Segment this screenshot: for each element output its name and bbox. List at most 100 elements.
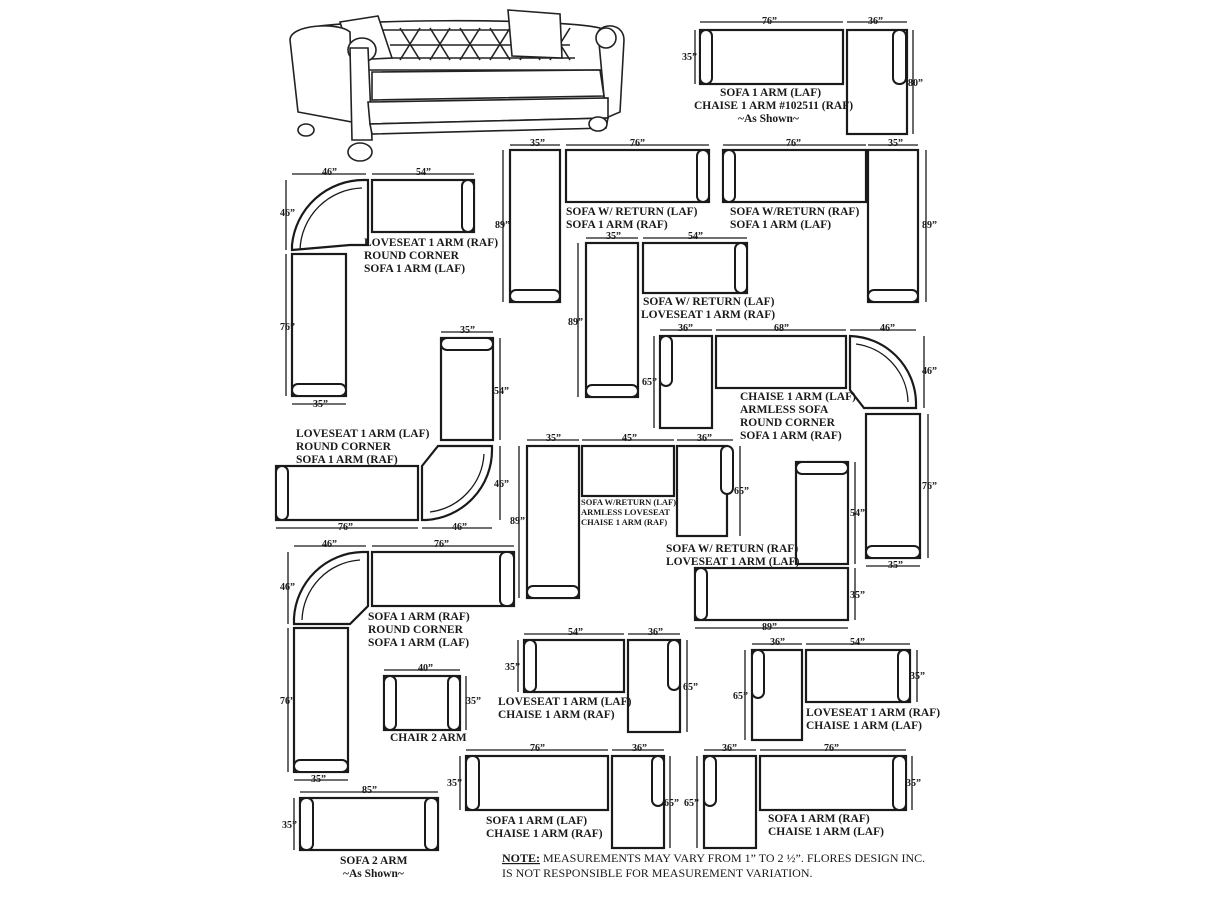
dim-35: 35” (311, 774, 326, 785)
label-line-2: ~As Shown~ (343, 868, 404, 880)
config-loveseat-corner-sofa-b: 35” 54” 46” 76” 46” LOVESEAT 1 ARM (LAF)… (274, 325, 509, 533)
dim-76: 76” (786, 138, 801, 149)
dim-76: 76” (434, 539, 449, 550)
dim-35: 35” (888, 560, 903, 571)
label-line-1: SOFA W/RETURN (LAF) (581, 497, 676, 507)
dim-46-side: 46” (280, 582, 295, 593)
config-sofa-return-laf: 35” 76” 89” SOFA W/ RETURN (LAF) SOFA 1 … (495, 138, 711, 304)
dim-36: 36” (648, 627, 663, 638)
label-line-2: ARMLESS SOFA (740, 404, 829, 416)
label-line-4: SOFA 1 ARM (RAF) (740, 430, 842, 442)
config-sofa-chaise-c: 36” 76” 65” 35” SOFA 1 ARM (RAF) CHAISE … (684, 743, 921, 850)
dim-36: 36” (632, 743, 647, 754)
dim-46: 46” (880, 323, 895, 334)
dim-35: 35” (910, 671, 925, 682)
dim-54: 54” (568, 627, 583, 638)
config-loveseat-corner-sofa-a: 46” 54” 46” 76” 35” LOVESEAT 1 ARM (RAF)… (280, 167, 498, 410)
dim-35: 35” (447, 778, 462, 789)
label-line-2: CHAISE 1 ARM (RAF) (498, 709, 615, 721)
config-sofa-corner-sofa: 46” 76” 46” 76” 35” SOFA 1 ARM (RAF) ROU… (280, 539, 516, 785)
label-line-2: CHAISE 1 ARM #102511 (RAF) (694, 100, 853, 112)
dim-46-side: 46” (922, 366, 937, 377)
label-line-2: ARMLESS LOVESEAT (581, 507, 670, 517)
note-line-2: IS NOT RESPONSIBLE FOR MEASUREMENT VARIA… (502, 866, 813, 880)
dim-76: 76” (824, 743, 839, 754)
dim-54: 54” (850, 508, 865, 519)
config-loveseat-chaise-b: 36” 54” 65” 35” LOVESEAT 1 ARM (RAF) CHA… (733, 637, 940, 742)
dim-76: 76” (530, 743, 545, 754)
label-line-1: SOFA W/ RETURN (LAF) (566, 206, 698, 218)
dim-89: 89” (510, 516, 525, 527)
dim-89: 89” (922, 220, 937, 231)
dim-46-side: 46” (280, 208, 295, 219)
label-line-2: LOVESEAT 1 ARM (LAF) (666, 556, 800, 568)
dim-89: 89” (762, 622, 777, 633)
label-line-1: SOFA 2 ARM (340, 855, 408, 867)
config-sofa-chaise-b: 76” 36” 35” 65” SOFA 1 ARM (LAF) CHAISE … (447, 743, 679, 850)
dim-35: 35” (466, 696, 481, 707)
label-line-1: SOFA W/RETURN (RAF) (730, 206, 859, 218)
dim-68: 68” (774, 323, 789, 334)
dim-65: 65” (684, 798, 699, 809)
dim-54: 54” (688, 231, 703, 242)
dim-35: 35” (546, 433, 561, 444)
label-line-1: CHAISE 1 ARM (LAF) (740, 391, 856, 403)
dim-76: 76” (762, 16, 777, 27)
label-line-2: CHAISE 1 ARM (LAF) (806, 720, 922, 732)
label-line-3: SOFA 1 ARM (LAF) (368, 637, 469, 649)
dim-65: 65” (664, 798, 679, 809)
dim-54: 54” (850, 637, 865, 648)
config-sofa-return-loveseat-laf: 54” 35” 89” SOFA W/ RETURN (RAF) LOVESEA… (666, 460, 865, 633)
label-line-2: SOFA 1 ARM (RAF) (566, 219, 668, 231)
dim-76: 76” (338, 522, 353, 533)
dim-35: 35” (505, 662, 520, 673)
label-line-2: CHAISE 1 ARM (LAF) (768, 826, 884, 838)
dim-65: 65” (642, 377, 657, 388)
dim-35: 35” (460, 325, 475, 336)
config-sofa-2-arm: 85” 35” SOFA 2 ARM ~As Shown~ (282, 785, 440, 880)
dim-46-bottom: 46” (452, 522, 467, 533)
dim-36: 36” (770, 637, 785, 648)
config-sofa-return-raf: 76” 35” 89” SOFA W/RETURN (RAF) SOFA 1 A… (721, 138, 937, 304)
dim-80: 80” (908, 78, 923, 89)
dim-35: 35” (888, 138, 903, 149)
label-line-3: ROUND CORNER (740, 417, 836, 429)
dim-35: 35” (850, 590, 865, 601)
label-line-1: LOVESEAT 1 ARM (LAF) (498, 696, 632, 708)
config-sofa-return-armless-chaise: 35” 45” 36” 89” 65” SOFA W/RETURN (LAF) … (510, 433, 749, 600)
note-text-1: MEASUREMENTS MAY VARY FROM 1” TO 2 ½”. F… (540, 851, 925, 865)
label-line-1: SOFA 1 ARM (LAF) (486, 815, 587, 827)
label-line-1: SOFA W/ RETURN (LAF) (643, 296, 775, 308)
dim-54: 54” (494, 386, 509, 397)
dim-46: 46” (322, 167, 337, 178)
dim-45: 45” (622, 433, 637, 444)
dim-89: 89” (495, 220, 510, 231)
config-chair: 40” 35” CHAIR 2 ARM (382, 663, 481, 744)
label-line-1: SOFA 1 ARM (RAF) (368, 611, 470, 623)
label-line-2: ROUND CORNER (364, 250, 460, 262)
label-line-1: CHAIR 2 ARM (390, 732, 467, 744)
label-line-3: CHAISE 1 ARM (RAF) (581, 517, 667, 527)
note-line-1: NOTE: MEASUREMENTS MAY VARY FROM 1” TO 2… (502, 851, 925, 865)
config-sofa-chaise-shown: 76” 36” 35” 80” SOFA 1 ARM (LAF) CHAISE … (682, 16, 923, 136)
label-line-3: SOFA 1 ARM (RAF) (296, 454, 398, 466)
dim-65: 65” (683, 682, 698, 693)
dim-35: 35” (906, 778, 921, 789)
dim-36: 36” (722, 743, 737, 754)
dim-76-side: 76” (280, 696, 295, 707)
label-line-2: ROUND CORNER (296, 441, 392, 453)
label-line-2: LOVESEAT 1 ARM (RAF) (641, 309, 775, 321)
dim-35: 35” (313, 399, 328, 410)
chesterfield-sofa-illustration (289, 9, 625, 162)
dim-46: 46” (494, 479, 509, 490)
dim-76: 76” (280, 322, 295, 333)
label-line-3: ~As Shown~ (738, 113, 799, 125)
dim-40: 40” (418, 663, 433, 674)
dim-36: 36” (678, 323, 693, 334)
dim-35: 35” (606, 231, 621, 242)
dim-85: 85” (362, 785, 377, 796)
dim-35: 35” (282, 820, 297, 831)
label-line-1: LOVESEAT 1 ARM (RAF) (364, 237, 498, 249)
